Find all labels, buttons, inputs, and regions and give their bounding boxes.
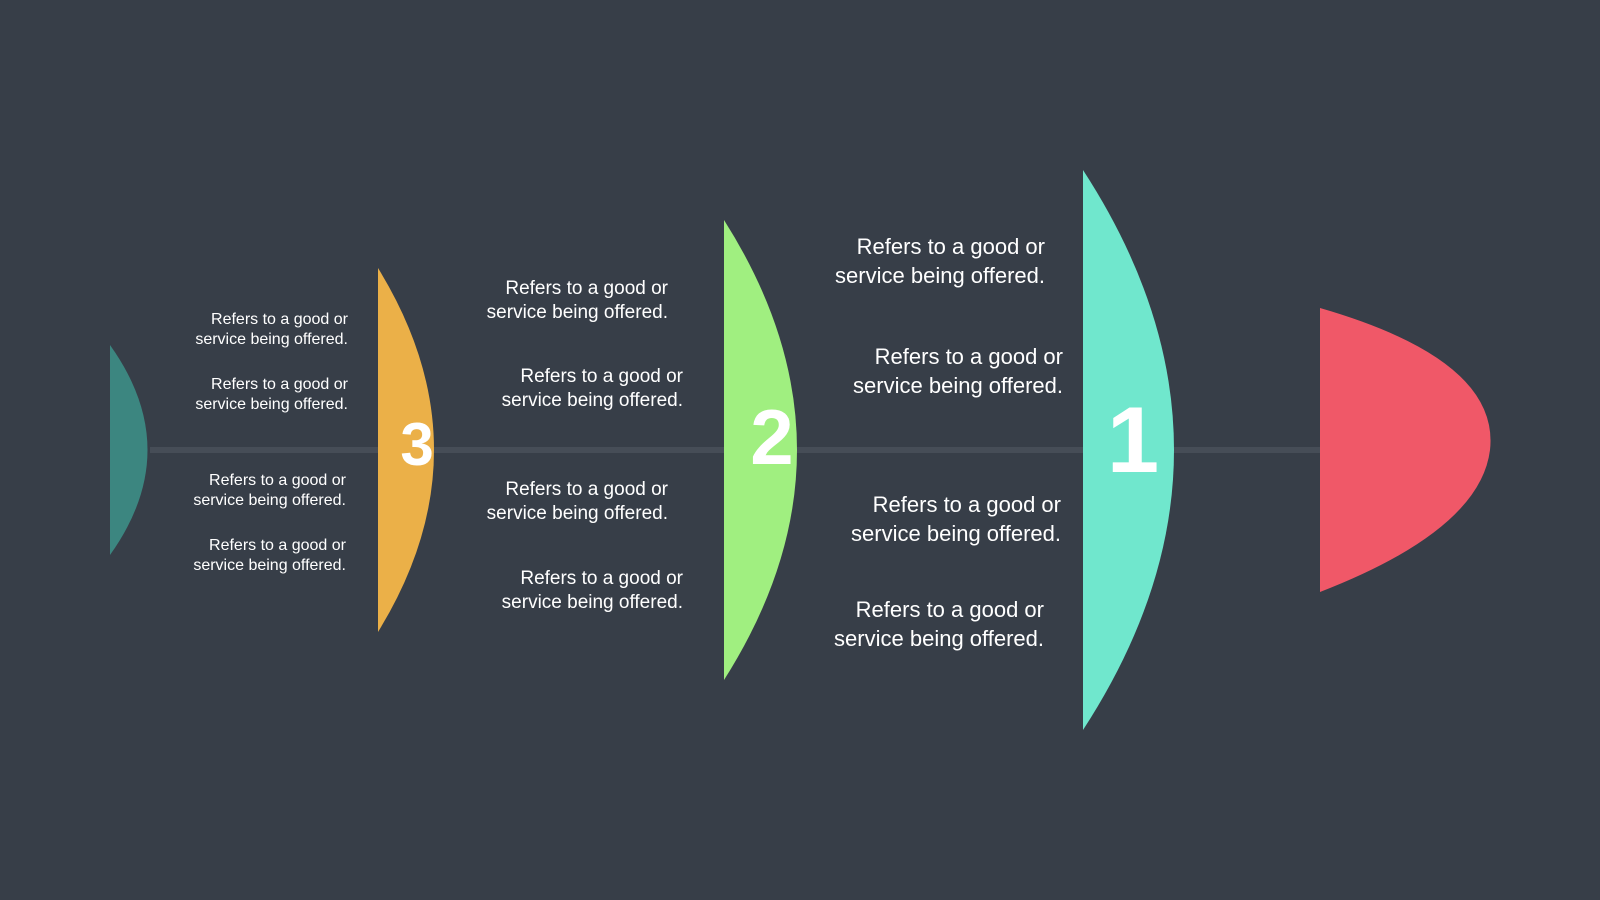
segment-tail: [110, 345, 148, 555]
label-line: service being offered.: [193, 557, 346, 574]
label-a-2: Refers to a good or service being offere…: [195, 375, 348, 415]
label-a-3: Refers to a good or service being offere…: [193, 471, 346, 511]
label-b-1: Refers to a good or service being offere…: [487, 277, 668, 325]
step-number-3: 3: [400, 411, 434, 478]
label-line: service being offered.: [501, 592, 683, 613]
label-c-2: Refers to a good or service being offere…: [853, 342, 1063, 400]
label-line: service being offered.: [501, 390, 683, 411]
label-line: Refers to a good or: [505, 479, 668, 500]
step-number-1: 1: [1106, 387, 1160, 492]
label-line: Refers to a good or: [211, 376, 348, 393]
segment-head: [1320, 308, 1491, 592]
label-line: service being offered.: [193, 492, 346, 509]
label-line: Refers to a good or: [209, 472, 346, 489]
segment-step-2: [724, 220, 797, 680]
label-line: service being offered.: [195, 396, 348, 413]
label-line: Refers to a good or: [872, 492, 1061, 517]
step-number-2: 2: [750, 393, 794, 481]
label-b-3: Refers to a good or service being offere…: [487, 478, 668, 526]
label-line: Refers to a good or: [211, 311, 348, 328]
label-c-4: Refers to a good or service being offere…: [834, 595, 1044, 653]
label-a-4: Refers to a good or service being offere…: [193, 536, 346, 576]
label-line: service being offered.: [851, 521, 1061, 546]
label-c-1: Refers to a good or service being offere…: [835, 232, 1045, 290]
segment-step-1: [1083, 170, 1174, 730]
label-line: service being offered.: [195, 331, 348, 348]
label-line: service being offered.: [486, 302, 668, 323]
label-line: service being offered.: [486, 503, 668, 524]
label-line: Refers to a good or: [855, 597, 1044, 622]
label-b-4: Refers to a good or service being offere…: [502, 567, 683, 615]
label-line: Refers to a good or: [520, 568, 683, 589]
label-line: service being offered.: [834, 626, 1044, 651]
segment-step-3: [378, 268, 434, 632]
label-c-3: Refers to a good or service being offere…: [851, 490, 1061, 548]
label-line: Refers to a good or: [209, 537, 346, 554]
label-a-1: Refers to a good or service being offere…: [195, 310, 348, 350]
label-line: service being offered.: [835, 263, 1045, 288]
label-line: service being offered.: [853, 373, 1063, 398]
label-b-2: Refers to a good or service being offere…: [502, 365, 683, 413]
label-line: Refers to a good or: [520, 366, 683, 387]
label-line: Refers to a good or: [856, 234, 1045, 259]
label-line: Refers to a good or: [874, 344, 1063, 369]
label-line: Refers to a good or: [505, 278, 668, 299]
